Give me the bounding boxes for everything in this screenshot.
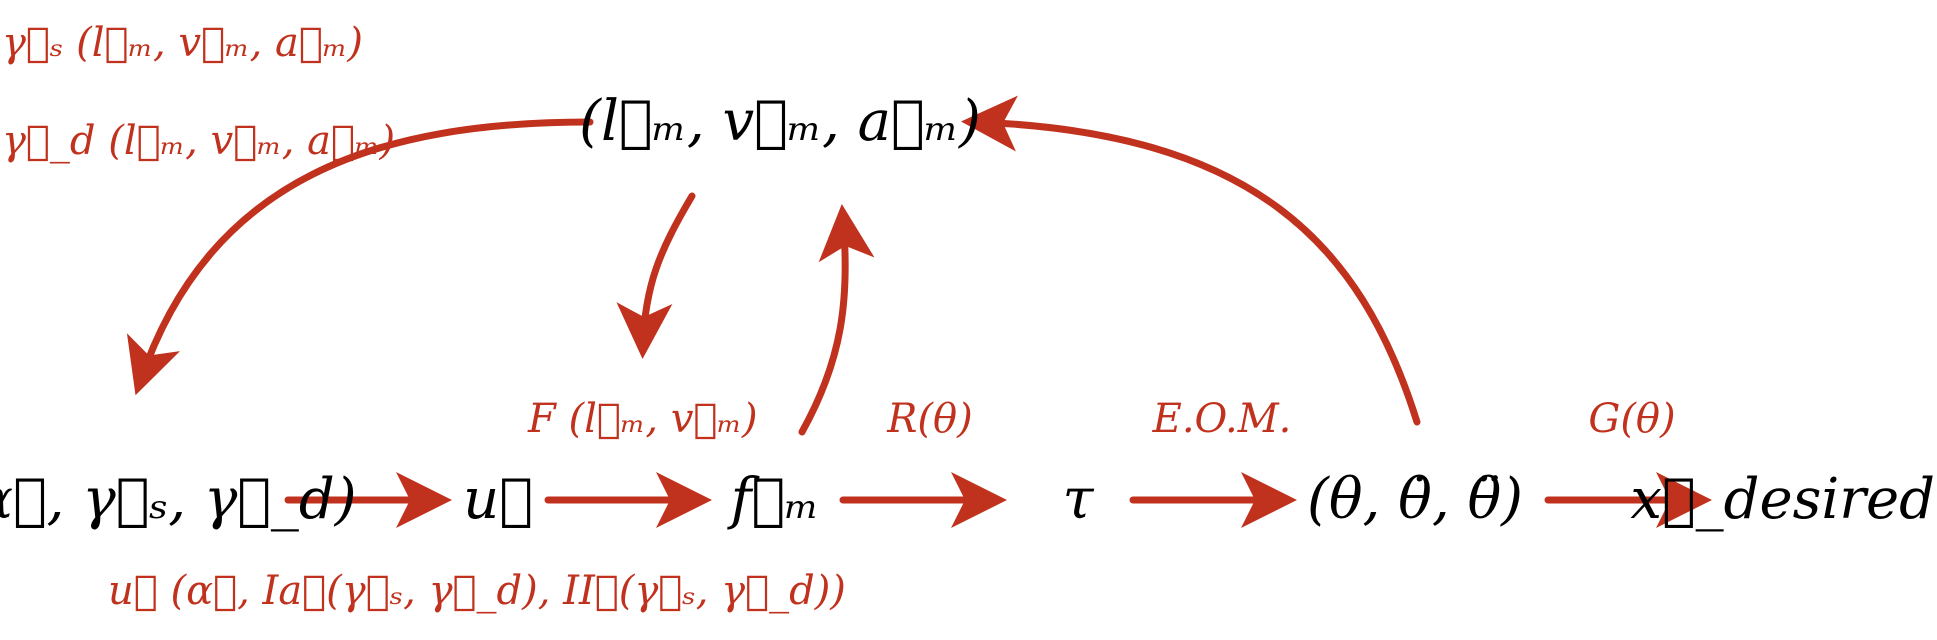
nodes: (l⃗ₘ, v⃗ₘ, a⃗ₘ) (α⃗, γ⃗ₛ, γ⃗_d) u⃗ f⃗ₘ τ…	[0, 89, 1935, 532]
node-task-output: x⃗_desired	[1630, 467, 1935, 532]
edge-muscle-state-to-activation	[126, 118, 594, 396]
edge-force-to-muscle-state	[798, 204, 875, 436]
label-gamma-d-fn: γ⃗_d (l⃗ₘ, v⃗ₘ, a⃗ₘ)	[2, 118, 395, 164]
edges	[126, 95, 1712, 528]
node-joint-state: (θ, θ̇, θ̈)	[1307, 467, 1523, 532]
node-activation-params: (α⃗, γ⃗ₛ, γ⃗_d)	[0, 467, 357, 532]
label-eom: E.O.M.	[1152, 396, 1292, 442]
edge-joint-state-to-muscle-state	[961, 95, 1421, 426]
label-control-fn: u⃗ (α⃗, Ia⃗(γ⃗ₛ, γ⃗_d), II⃗(γ⃗ₛ, γ⃗_d))	[108, 568, 846, 614]
label-kinematics-fn: G(θ)	[1588, 396, 1675, 442]
label-moment-arm-fn: R(θ)	[886, 396, 972, 442]
label-gamma-s-fn: γ⃗ₛ (l⃗ₘ, v⃗ₘ, a⃗ₘ)	[2, 20, 363, 66]
node-muscle-force: f⃗ₘ	[727, 467, 820, 532]
label-force-fn: F (l⃗ₘ, v⃗ₘ)	[527, 396, 758, 442]
node-control: u⃗	[463, 467, 533, 532]
node-torque: τ	[1063, 467, 1095, 532]
edge-labels: γ⃗ₛ (l⃗ₘ, v⃗ₘ, a⃗ₘ) γ⃗_d (l⃗ₘ, v⃗ₘ, a⃗ₘ)…	[2, 20, 1676, 614]
node-muscle-state: (l⃗ₘ, v⃗ₘ, a⃗ₘ)	[579, 89, 981, 154]
edge-muscle-state-to-force	[616, 192, 696, 359]
